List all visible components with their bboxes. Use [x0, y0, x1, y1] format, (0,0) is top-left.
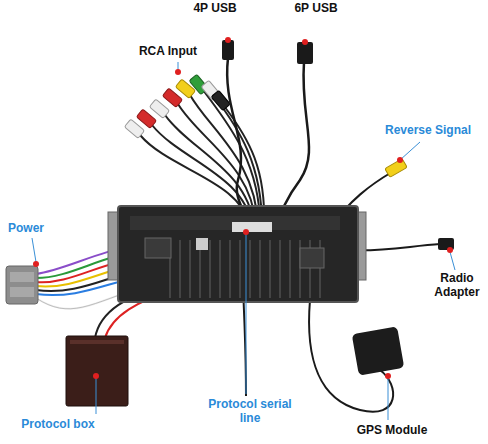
rca-label: RCA Input [139, 45, 197, 59]
reverse-label: Reverse Signal [385, 124, 471, 138]
reverse-plug [385, 159, 407, 178]
power-label: Power [8, 222, 44, 236]
rca-plugs [124, 74, 230, 138]
gps-label: GPS Module [357, 424, 428, 438]
leader-marks [32, 37, 455, 420]
usb-label: 4P USB [193, 2, 236, 16]
serial-line-label: Protocol serial line [200, 398, 300, 426]
protocol-box-label: Protocol box [21, 418, 94, 432]
head-unit [108, 206, 366, 302]
radio-adapter-label: Radio Adapter [429, 272, 485, 300]
protocol-box [66, 336, 128, 406]
power-connector [6, 266, 38, 304]
usb-label: 6P USB [294, 2, 337, 16]
usb-cables [227, 58, 309, 226]
gps-module [352, 326, 405, 375]
usb-connectors [222, 40, 313, 64]
